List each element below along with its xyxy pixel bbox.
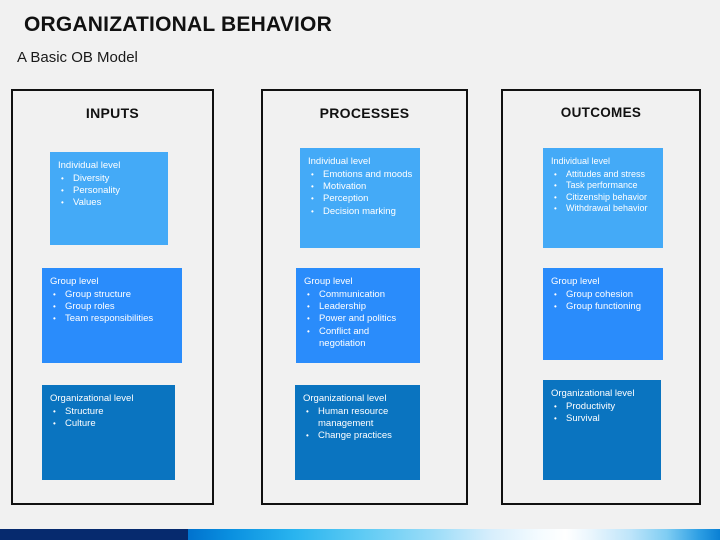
- list-item: Group roles: [50, 301, 176, 313]
- list-item: Leadership: [304, 301, 414, 313]
- list-item: Decision marking: [308, 206, 414, 218]
- card-title: Organizational level: [303, 393, 387, 404]
- card-inputs-organizational-level: Organizational level StructureCulture: [42, 385, 175, 480]
- card-item-list: Group structureGroup rolesTeam responsib…: [50, 289, 176, 326]
- card-item-list: StructureCulture: [50, 406, 169, 431]
- card-title: Organizational level: [50, 393, 134, 404]
- list-item: Communication: [304, 289, 414, 301]
- card-item-list: Group cohesionGroup functioning: [551, 289, 657, 314]
- page-subtitle: A Basic OB Model: [17, 49, 138, 66]
- list-item: Power and politics: [304, 313, 414, 325]
- card-outcomes-individual-level: Individual level Attitudes and stressTas…: [543, 148, 663, 248]
- card-item-list: Attitudes and stressTask performanceCiti…: [551, 169, 657, 215]
- card-processes-organizational-level: Organizational level Human resource mana…: [295, 385, 420, 480]
- card-title: Group level: [551, 276, 600, 287]
- list-item: Human resource management: [303, 406, 414, 430]
- card-outcomes-organizational-level: Organizational level ProductivitySurviva…: [543, 380, 661, 480]
- list-item: Personality: [58, 185, 162, 197]
- card-item-list: ProductivitySurvival: [551, 401, 655, 426]
- list-item: Survival: [551, 413, 655, 425]
- list-item: Productivity: [551, 401, 655, 413]
- list-item: Attitudes and stress: [551, 169, 657, 181]
- card-processes-group-level: Group level CommunicationLeadershipPower…: [296, 268, 420, 363]
- bottom-bar-gradient-segment: [188, 529, 720, 540]
- list-item: Motivation: [308, 181, 414, 193]
- list-item: Diversity: [58, 173, 162, 185]
- list-item: Conflict and negotiation: [304, 326, 414, 350]
- card-item-list: CommunicationLeadershipPower and politic…: [304, 289, 414, 350]
- list-item: Withdrawal behavior: [551, 203, 657, 215]
- card-title: Group level: [304, 276, 353, 287]
- list-item: Group cohesion: [551, 289, 657, 301]
- list-item: Group structure: [50, 289, 176, 301]
- list-item: Group functioning: [551, 301, 657, 313]
- card-title: Individual level: [551, 156, 611, 166]
- list-item: Citizenship behavior: [551, 192, 657, 204]
- column-title-inputs: INPUTS: [85, 105, 140, 121]
- list-item: Task performance: [551, 180, 657, 192]
- card-title: Individual level: [308, 156, 371, 167]
- list-item: Structure: [50, 406, 169, 418]
- bottom-bar-navy-segment: [0, 529, 188, 540]
- card-item-list: Human resource managementChange practice…: [303, 406, 414, 443]
- card-inputs-individual-level: Individual level DiversityPersonalityVal…: [50, 152, 168, 245]
- column-title-processes: PROCESSES: [319, 105, 410, 121]
- card-outcomes-group-level: Group level Group cohesionGroup function…: [543, 268, 663, 360]
- card-item-list: DiversityPersonalityValues: [58, 173, 162, 210]
- bottom-decoration-bar: [0, 529, 720, 540]
- list-item: Change practices: [303, 430, 414, 442]
- card-item-list: Emotions and moodsMotivationPerceptionDe…: [308, 169, 414, 218]
- card-processes-individual-level: Individual level Emotions and moodsMotiv…: [300, 148, 420, 248]
- card-title: Individual level: [58, 160, 121, 171]
- column-title-outcomes: OUTCOMES: [560, 105, 642, 120]
- page-title: ORGANIZATIONAL BEHAVIOR: [24, 13, 332, 36]
- card-inputs-group-level: Group level Group structureGroup rolesTe…: [42, 268, 182, 363]
- list-item: Culture: [50, 418, 169, 430]
- list-item: Emotions and moods: [308, 169, 414, 181]
- list-item: Perception: [308, 193, 414, 205]
- list-item: Team responsibilities: [50, 313, 176, 325]
- card-title: Group level: [50, 276, 99, 287]
- list-item: Values: [58, 197, 162, 209]
- card-title: Organizational level: [551, 388, 635, 399]
